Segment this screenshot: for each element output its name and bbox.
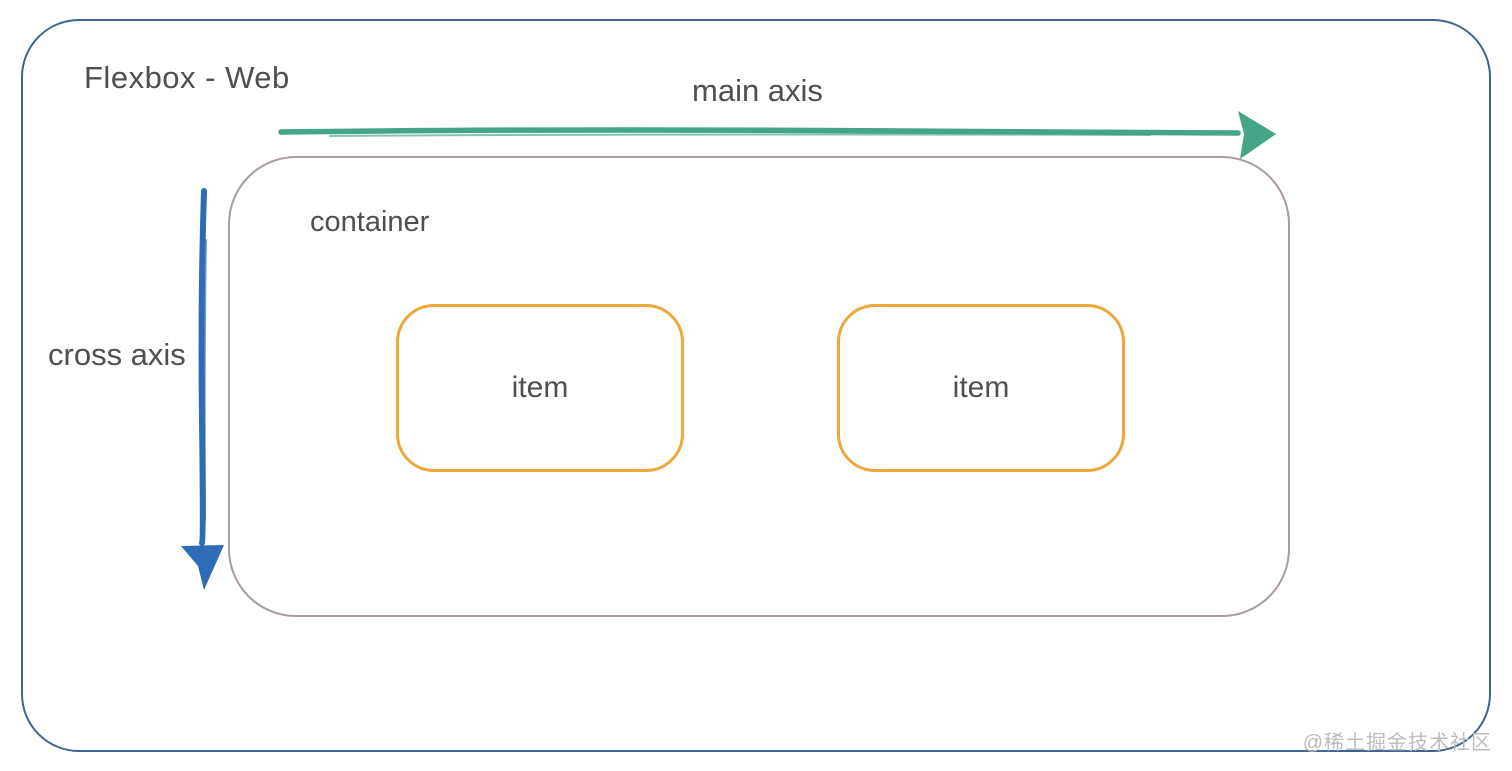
watermark: @稀土掘金技术社区 — [1302, 732, 1492, 754]
cross-axis-label: cross axis — [48, 337, 186, 372]
container-box: container item item — [228, 156, 1290, 617]
diagram-title: Flexbox - Web — [84, 60, 290, 95]
item-label: item — [952, 371, 1010, 404]
main-axis-label: main axis — [692, 73, 823, 108]
item-label: item — [511, 371, 569, 404]
item-box: item — [396, 304, 684, 472]
item-box: item — [837, 304, 1125, 472]
container-label: container — [310, 206, 430, 238]
